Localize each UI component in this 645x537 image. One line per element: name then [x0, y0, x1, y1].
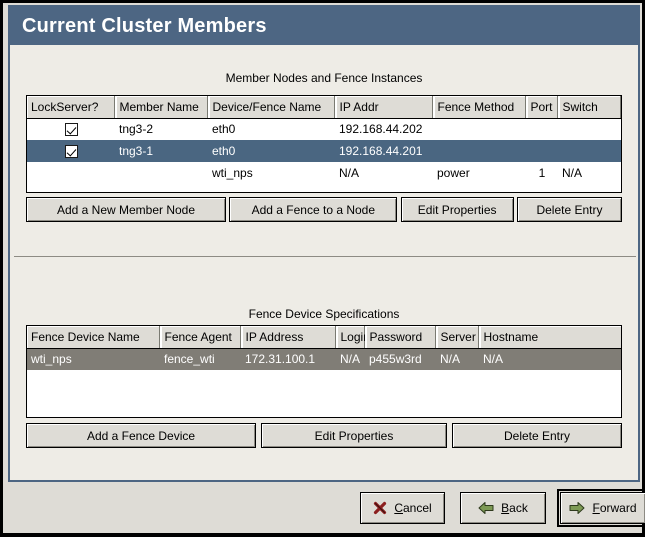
ip-addr-cell: 192.168.44.202: [339, 122, 423, 137]
edit-properties-button-fence[interactable]: Edit Properties: [261, 423, 447, 448]
add-fence-device-button[interactable]: Add a Fence Device: [26, 423, 256, 448]
members-section-caption: Member Nodes and Fence Instances: [225, 71, 423, 85]
server-cell: N/A: [436, 348, 479, 370]
column-header-switch[interactable]: Switch: [558, 96, 621, 119]
table-row[interactable]: tng3-1 eth0 192.168.44.201: [27, 140, 621, 162]
back-button-label: Back: [501, 501, 528, 515]
fence-method-cell: power: [437, 166, 470, 180]
port-cell: [526, 140, 558, 162]
fence-agent-cell: fence_wti: [160, 348, 241, 370]
member-nodes-table: LockServer? Member Name Device/Fence Nam…: [27, 96, 621, 184]
cancel-label-rest: ancel: [402, 501, 432, 515]
section-divider: [14, 256, 636, 257]
column-header-ip-address[interactable]: IP Address: [241, 326, 337, 349]
ip-addr-cell: N/A: [339, 166, 360, 180]
column-header-password[interactable]: Password: [365, 326, 437, 349]
dialog-titlebar: Current Cluster Members: [10, 7, 638, 45]
back-mnemonic: B: [501, 501, 510, 515]
fence-device-name-cell: wti_nps: [27, 348, 160, 370]
column-header-hostname[interactable]: Hostname: [479, 326, 621, 349]
fence-devices-button-row: Add a Fence Device Edit Properties Delet…: [26, 423, 622, 448]
fence-method-cell: [433, 140, 526, 162]
forward-button[interactable]: Forward: [557, 489, 645, 527]
table-row[interactable]: wti_nps fence_wti 172.31.100.1 N/A p455w…: [27, 348, 621, 370]
lockserver-cell[interactable]: [27, 118, 115, 140]
fence-devices-header-row: Fence Device Name Fence Agent IP Address…: [27, 326, 621, 349]
column-header-server[interactable]: Server: [436, 326, 480, 349]
member-nodes-header-row: LockServer? Member Name Device/Fence Nam…: [27, 96, 621, 119]
column-header-port[interactable]: Port: [526, 96, 559, 119]
column-header-ip-addr[interactable]: IP Addr: [335, 96, 434, 119]
member-nodes-button-row: Add a New Member Node Add a Fence to a N…: [26, 197, 622, 222]
lockserver-checkbox[interactable]: [64, 145, 78, 159]
column-header-login[interactable]: Login: [336, 326, 366, 349]
fence-section-caption: Fence Device Specifications: [248, 307, 400, 321]
column-header-member-name[interactable]: Member Name: [115, 96, 209, 119]
ip-address-cell: 172.31.100.1: [241, 348, 336, 370]
cancel-button[interactable]: Cancel: [360, 492, 445, 524]
cancel-mnemonic: C: [394, 501, 403, 515]
arrow-left-icon: [478, 501, 494, 515]
column-header-fence-device-name[interactable]: Fence Device Name: [27, 326, 161, 349]
page-title: Current Cluster Members: [22, 14, 267, 37]
column-header-device-fence-name[interactable]: Device/Fence Name: [208, 96, 336, 119]
edit-properties-button-members[interactable]: Edit Properties: [400, 197, 514, 222]
forward-mnemonic: F: [592, 501, 600, 515]
switch-cell: N/A: [562, 166, 583, 180]
fence-method-cell: [433, 118, 526, 140]
panel-body: Member Nodes and Fence Instances LockSer…: [10, 45, 638, 480]
column-header-lockserver[interactable]: LockServer?: [27, 96, 116, 119]
dialog-action-bar: Cancel Back Forward: [8, 485, 645, 533]
member-name-cell: tng3-2: [119, 122, 154, 137]
cancel-button-label: Cancel: [394, 501, 431, 515]
port-cell: 1: [538, 166, 546, 180]
table-row[interactable]: wti_nps N/A power 1 N/A: [27, 162, 621, 184]
login-cell: N/A: [336, 348, 365, 370]
device-fence-name-cell: eth0: [208, 140, 335, 162]
lockserver-cell[interactable]: [27, 140, 115, 162]
member-name-cell: tng3-1: [115, 140, 208, 162]
arrow-right-icon: [569, 501, 585, 515]
lockserver-cell: [27, 162, 115, 184]
delete-entry-button-members[interactable]: Delete Entry: [516, 197, 622, 222]
hostname-cell: N/A: [479, 348, 621, 370]
column-header-fence-agent[interactable]: Fence Agent: [160, 326, 242, 349]
ip-addr-cell: 192.168.44.201: [335, 140, 433, 162]
table-row[interactable]: tng3-2 eth0 192.168.44.202: [27, 118, 621, 140]
back-label-rest: ack: [509, 501, 528, 515]
forward-button-label: Forward: [592, 501, 636, 515]
cancel-x-icon: [373, 501, 387, 515]
member-name-cell: [115, 162, 208, 184]
switch-cell: [558, 118, 621, 140]
switch-cell: [558, 140, 621, 162]
delete-entry-button-fence[interactable]: Delete Entry: [452, 423, 622, 448]
content-panel: Current Cluster Members Member Nodes and…: [8, 5, 640, 482]
device-fence-name-cell: eth0: [212, 122, 236, 137]
fence-devices-table: Fence Device Name Fence Agent IP Address…: [27, 326, 621, 370]
fence-devices-table-frame: Fence Device Name Fence Agent IP Address…: [26, 325, 622, 418]
add-fence-to-node-button[interactable]: Add a Fence to a Node: [229, 197, 398, 222]
back-button[interactable]: Back: [460, 492, 546, 524]
column-header-fence-method[interactable]: Fence Method: [433, 96, 527, 119]
add-new-member-node-button[interactable]: Add a New Member Node: [26, 197, 226, 222]
password-cell: p455w3rd: [365, 348, 436, 370]
forward-label-rest: orward: [599, 501, 637, 515]
lockserver-checkbox[interactable]: [64, 123, 78, 137]
port-cell: [526, 118, 558, 140]
member-nodes-table-frame: LockServer? Member Name Device/Fence Nam…: [26, 95, 622, 193]
device-fence-name-cell: wti_nps: [212, 166, 253, 180]
